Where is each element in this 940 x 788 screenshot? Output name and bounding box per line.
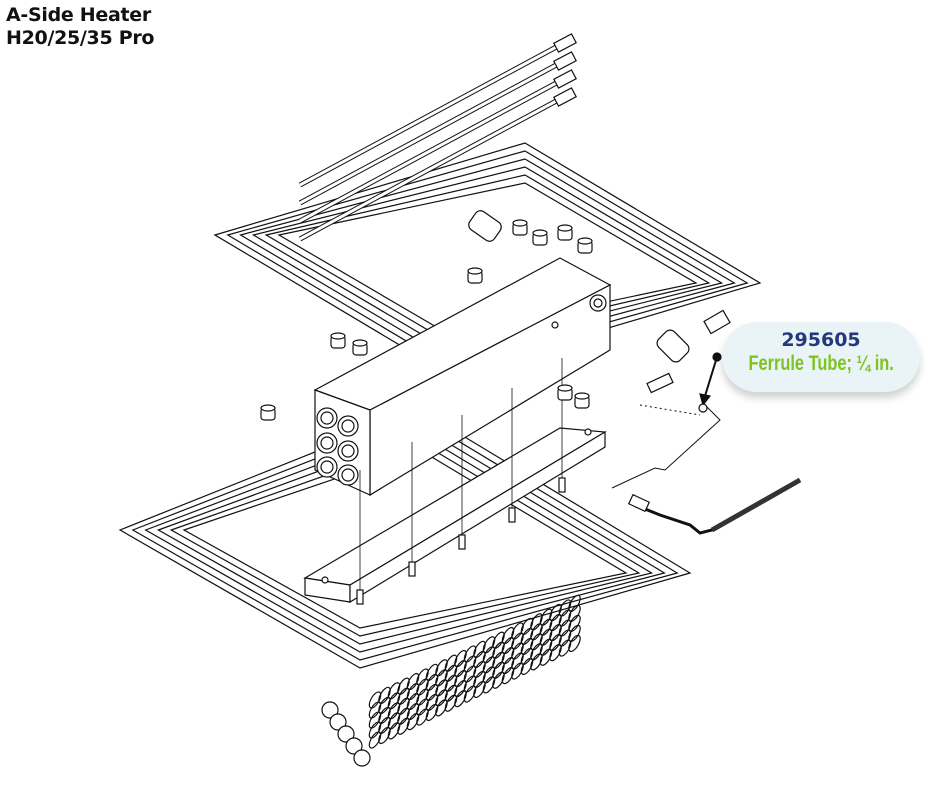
thermocouple-probe	[611, 404, 802, 535]
port-inner	[320, 411, 334, 425]
bolt	[356, 589, 364, 605]
element-end	[353, 749, 371, 767]
fitting-top	[577, 237, 593, 245]
wire-loop	[226, 150, 749, 368]
fitting-top	[512, 219, 528, 227]
part-callout[interactable]: 295605 Ferrule Tube; ¼ in.	[722, 322, 920, 392]
elbow-fitting	[656, 329, 690, 363]
rod-tip	[553, 69, 577, 89]
bolt	[558, 477, 566, 493]
fitting-top	[260, 404, 276, 412]
fitting-top	[352, 339, 368, 347]
top-wire-loops	[213, 142, 762, 376]
rod-inner	[299, 61, 561, 205]
rod-tip	[553, 33, 577, 53]
heater-block	[313, 257, 612, 497]
mounting-bolts	[356, 358, 566, 605]
element-end	[329, 713, 347, 731]
diagram-title: A-Side Heater H20/25/35 Pro	[6, 4, 154, 50]
wire-loop	[251, 166, 724, 352]
wire-loop	[277, 182, 698, 336]
bolt	[458, 534, 466, 550]
element-end	[345, 737, 363, 755]
fitting-top	[557, 384, 573, 392]
callout-pointer-arrow	[698, 352, 722, 413]
port-inner	[341, 444, 355, 458]
fitting-top	[574, 392, 590, 400]
fitting-top	[557, 224, 573, 232]
mounting-bar	[303, 427, 607, 604]
rod-inner	[299, 79, 561, 223]
element-end	[321, 701, 339, 719]
wire-loop	[239, 158, 736, 360]
wire-loop	[264, 174, 711, 344]
part-number: 295605	[781, 329, 861, 351]
fitting-top	[532, 229, 548, 237]
rod-tip	[553, 51, 577, 71]
port-inner	[341, 468, 355, 482]
port-inner	[341, 419, 355, 433]
title-line-2: H20/25/35 Pro	[6, 27, 155, 49]
title-line-1: A-Side Heater	[6, 4, 151, 26]
thermocouple-rods	[298, 33, 577, 242]
fitting-top	[330, 332, 346, 340]
rod-inner	[299, 43, 561, 187]
port-inner	[320, 460, 334, 474]
element-end	[337, 725, 355, 743]
bolt	[408, 561, 416, 577]
adapter-fitting	[646, 372, 674, 394]
spring-coil	[568, 634, 581, 653]
rod-tip	[553, 87, 577, 107]
elbow-fitting	[468, 210, 502, 242]
port-inner	[320, 436, 334, 450]
rod-inner	[299, 97, 561, 241]
part-description: Ferrule Tube; ¼ in.	[748, 352, 894, 375]
fitting-top	[467, 267, 483, 275]
heater-element-springs	[321, 594, 581, 767]
fittings	[260, 210, 731, 421]
bolt	[508, 507, 516, 523]
terminal-block	[703, 309, 731, 335]
